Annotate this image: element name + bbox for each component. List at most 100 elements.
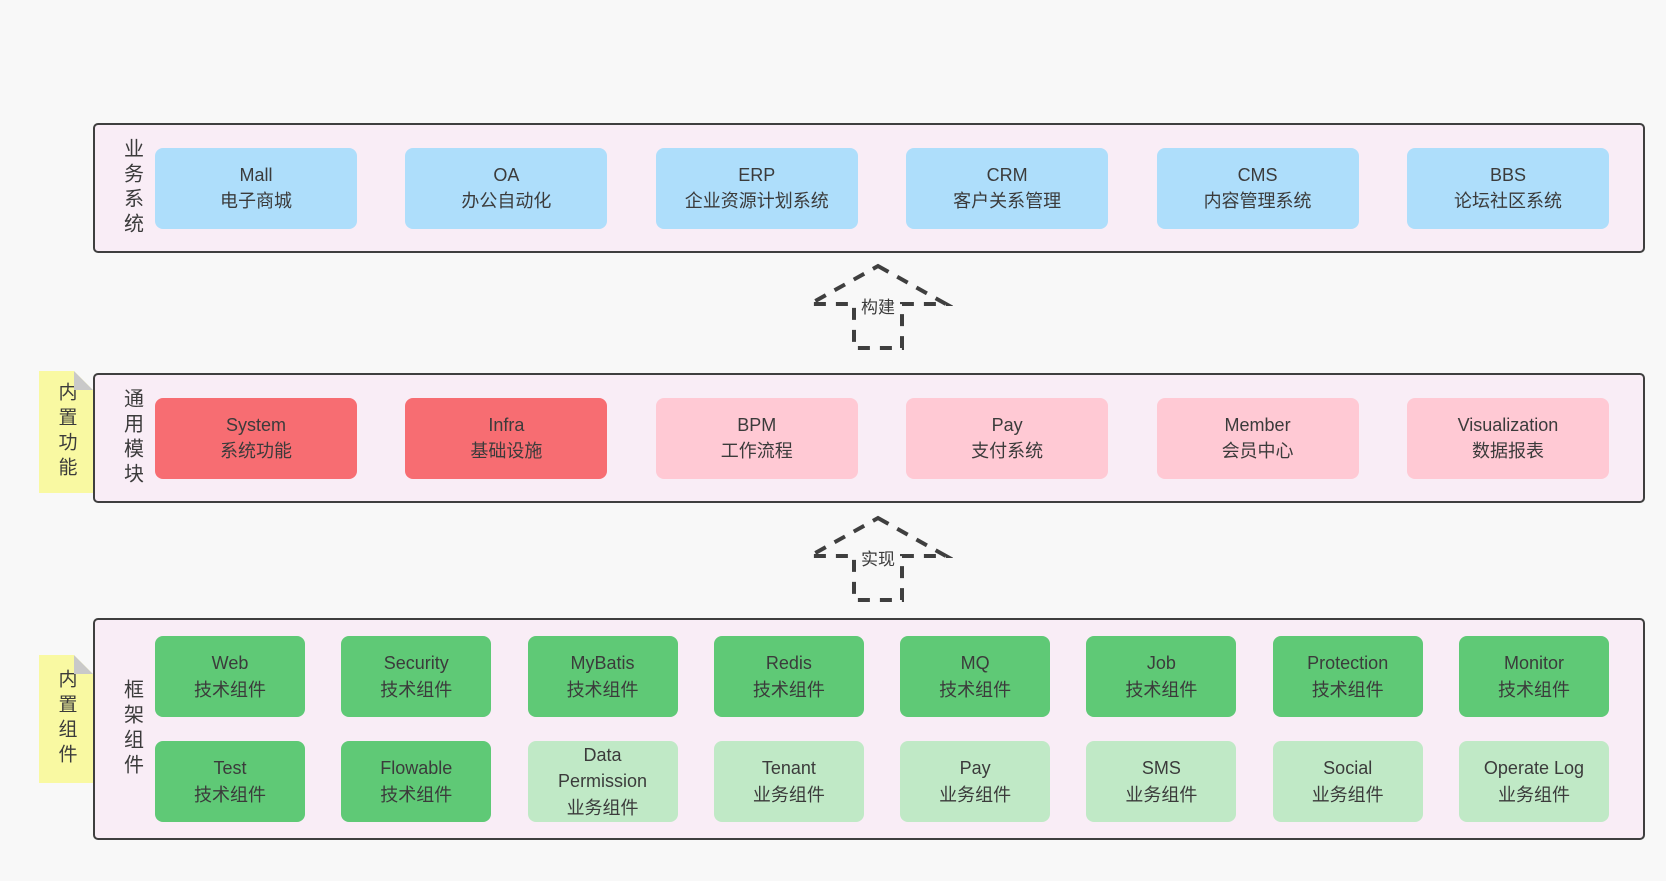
- box-subtitle: 技术组件: [380, 784, 453, 805]
- box-title: Flowable: [380, 758, 453, 779]
- box-title: Data Permission: [558, 745, 648, 792]
- box-mq: MQ 技术组件: [900, 636, 1051, 717]
- box-social: Social 业务组件: [1272, 741, 1423, 822]
- box-visualization: Visualization 数据报表: [1406, 397, 1609, 479]
- box-subtitle: 技术组件: [1311, 679, 1384, 700]
- dashed-up-arrow-icon: [803, 263, 953, 350]
- panel-label-framework-components: 框架组件: [120, 679, 143, 779]
- box-subtitle: 技术组件: [194, 784, 266, 805]
- box-member: Member 会员中心: [1156, 397, 1359, 479]
- box-tenant: Tenant 业务组件: [713, 741, 864, 822]
- box-title: Pay: [959, 758, 991, 779]
- box-title: SMS: [1141, 758, 1181, 779]
- box-title: System: [225, 414, 286, 435]
- box-security: Security 技术组件: [341, 636, 492, 717]
- box-data-permission: Data Permission 业务组件: [527, 741, 678, 822]
- box-title: Monitor: [1503, 653, 1564, 674]
- box-title: Web: [211, 653, 249, 674]
- dashed-up-arrow-icon: [803, 515, 953, 602]
- box-title: Visualization: [1457, 414, 1559, 435]
- box-title: CRM: [986, 164, 1028, 185]
- box-title: Tenant: [761, 758, 816, 779]
- box-flowable: Flowable 技术组件: [341, 741, 492, 822]
- box-subtitle: 业务组件: [939, 784, 1012, 805]
- box-subtitle: 技术组件: [380, 679, 453, 700]
- box-subtitle: 技术组件: [194, 679, 266, 700]
- box-cms: CMS 内容管理系统: [1156, 147, 1359, 229]
- box-bbs: BBS 论坛社区系统: [1406, 147, 1609, 229]
- panel-label-common-modules: 通用模块: [120, 388, 143, 488]
- box-title: Member: [1224, 414, 1291, 435]
- box-subtitle: 工作流程: [720, 441, 793, 461]
- box-subtitle: 会员中心: [1221, 441, 1294, 461]
- arrow-build-label: 构建: [861, 298, 895, 317]
- sticky-label-built-in-features: 内置功能: [55, 382, 77, 482]
- box-subtitle: 业务组件: [1497, 784, 1570, 805]
- box-title: Test: [213, 758, 247, 779]
- panel-label-business-systems: 业务系统: [120, 138, 143, 238]
- box-operate-log: Operate Log 业务组件: [1458, 741, 1609, 822]
- box-subtitle: 客户关系管理: [953, 191, 1062, 211]
- box-title: MQ: [960, 653, 990, 674]
- box-pay: Pay 支付系统: [906, 397, 1109, 479]
- box-bpm: BPM 工作流程: [655, 397, 858, 479]
- box-title: Job: [1146, 653, 1176, 674]
- box-subtitle: 支付系统: [971, 441, 1044, 461]
- common-modules-boxes: System 系统功能 Infra 基础设施 BPM 工作流程 Pay 支付系统 Member 会…: [155, 375, 1609, 501]
- box-subtitle: 业务组件: [752, 784, 825, 805]
- sticky-label-built-in-components: 内置组件: [55, 669, 77, 769]
- box-subtitle: 技术组件: [939, 679, 1012, 700]
- box-title: BBS: [1489, 164, 1526, 185]
- box-title: Social: [1323, 758, 1373, 779]
- box-protection: Protection 技术组件: [1272, 636, 1423, 717]
- box-subtitle: 论坛社区系统: [1453, 191, 1562, 211]
- box-subtitle: 内容管理系统: [1203, 191, 1312, 211]
- arrow-implement-label: 实现: [861, 550, 895, 569]
- box-subtitle: 办公自动化: [461, 191, 552, 211]
- box-subtitle: 电子商城: [220, 191, 292, 211]
- box-title: Protection: [1307, 653, 1389, 674]
- box-title: Infra: [488, 414, 525, 435]
- box-subtitle: 业务组件: [1311, 784, 1384, 805]
- box-title: Operate Log: [1483, 758, 1584, 779]
- box-sms: SMS 业务组件: [1086, 741, 1237, 822]
- box-subtitle: 业务组件: [566, 797, 639, 818]
- box-title: BPM: [737, 414, 777, 435]
- folded-corner-icon: [74, 655, 93, 674]
- box-subtitle: 技术组件: [1125, 679, 1198, 700]
- arrow-up-implement: 实现: [803, 514, 953, 604]
- arrow-up-build: 构建: [803, 262, 953, 352]
- folded-corner-icon: [74, 371, 93, 390]
- box-subtitle: 业务组件: [1125, 784, 1198, 805]
- box-test: Test 技术组件: [155, 741, 305, 822]
- box-title: Redis: [765, 653, 812, 674]
- box-subtitle: 数据报表: [1471, 441, 1544, 461]
- box-title: Security: [383, 653, 449, 674]
- box-title: Pay: [991, 414, 1023, 435]
- panel-common-modules: 通用模块 System 系统功能 Infra 基础设施 BPM 工作流程 Pay 支付系统 Me…: [93, 373, 1645, 503]
- box-row: System 系统功能 Infra 基础设施 BPM 工作流程 Pay 支付系统 Member 会…: [155, 397, 1609, 479]
- box-job: Job 技术组件: [1086, 636, 1237, 717]
- box-crm: CRM 客户关系管理: [906, 147, 1109, 229]
- sticky-note-built-in-components: 内置组件: [39, 655, 93, 783]
- box-subtitle: 系统功能: [220, 441, 292, 461]
- box-subtitle: 技术组件: [566, 679, 639, 700]
- box-title: CMS: [1237, 164, 1278, 185]
- box-subtitle: 基础设施: [470, 441, 543, 461]
- box-system: System 系统功能: [155, 397, 357, 479]
- box-subtitle: 技术组件: [1497, 679, 1570, 700]
- box-pay: Pay 业务组件: [900, 741, 1051, 822]
